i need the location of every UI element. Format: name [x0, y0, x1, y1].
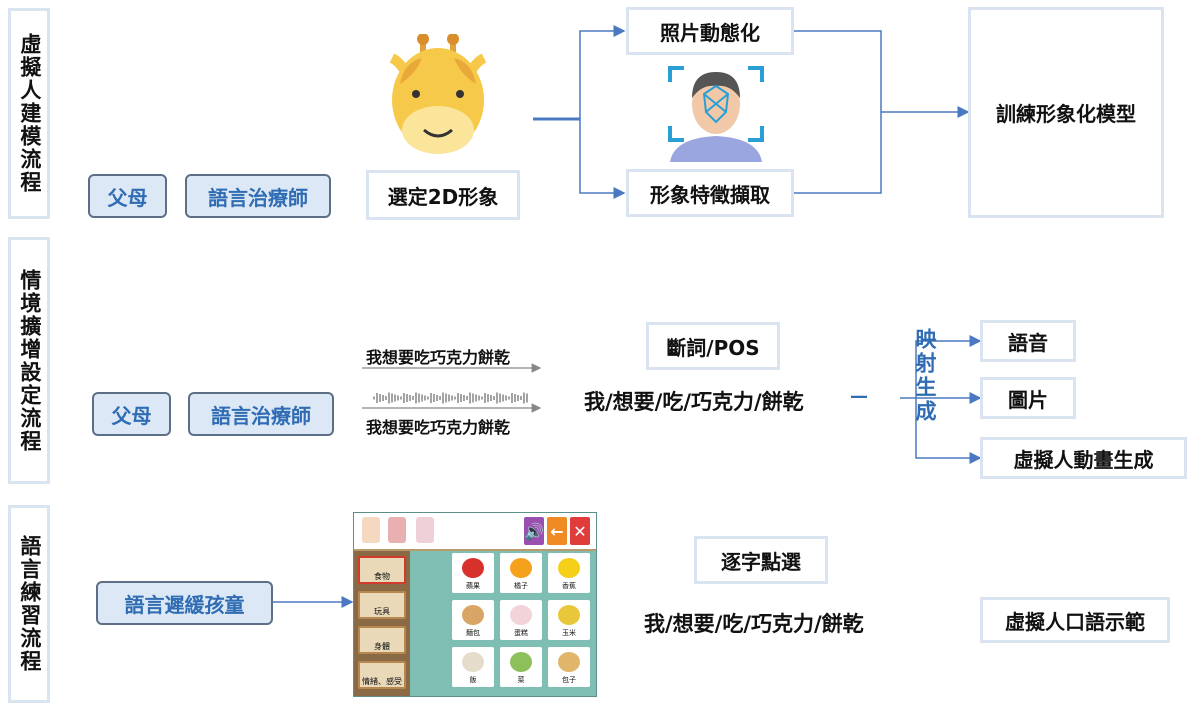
- mapping-text: 映射生成: [912, 328, 937, 424]
- train-model-label: 訓練形象化模型: [996, 102, 1136, 126]
- avatar-demo-box: 虛擬人口語示範: [980, 597, 1170, 643]
- word-card[interactable]: 香蕉: [548, 553, 590, 593]
- word-card-label: 飯: [469, 676, 477, 684]
- word-card-label: 橘子: [514, 582, 528, 590]
- dash-connector: —: [850, 386, 868, 407]
- aac-app-screenshot: 🔊 ← ✕ 食物 玩具 身體 情緒、感受 蘋果 橘子 香蕉 餅乾麵包 蛋糕 玉米 雞蛋飯 菜 包…: [353, 512, 597, 697]
- image-output-box: 圖片: [980, 377, 1076, 419]
- category-toys[interactable]: 玩具: [358, 591, 406, 619]
- close-button[interactable]: ✕: [570, 517, 590, 545]
- word-card-image: [558, 605, 580, 625]
- section-context-flow: 情境擴增設定流程: [8, 237, 50, 484]
- avatar-animation-label: 虛擬人動畫生成: [1013, 447, 1154, 472]
- word-card-label: 包子: [562, 676, 576, 684]
- photo-animate-label: 照片動態化: [660, 20, 760, 45]
- word-card[interactable]: 橘子: [500, 553, 542, 593]
- word-card-image: [462, 558, 484, 578]
- giraffe-icon: [389, 34, 487, 154]
- map-out-down: [915, 398, 982, 464]
- feature-extract-label: 形象特徵擷取: [650, 182, 770, 207]
- word-card-label: 玉米: [562, 629, 576, 637]
- therapist-pill-1: 語言治療師: [185, 174, 331, 218]
- word-card-image: [510, 605, 532, 625]
- section-modeling-flow: 虛擬人建模流程: [8, 8, 50, 219]
- avatar-animation-box: 虛擬人動畫生成: [980, 437, 1187, 479]
- app-person-icon: [362, 517, 380, 543]
- section-context-label: 情境擴增設定流程: [17, 268, 42, 453]
- pos-label: 斷詞/POS: [666, 335, 760, 360]
- avatar-demo-label: 虛擬人口語示範: [1005, 609, 1145, 634]
- app-category-sidebar: 食物 玩具 身體 情緒、感受: [354, 551, 410, 696]
- image-output-label: 圖片: [1008, 387, 1048, 412]
- app-sentence-bar: 🔊 ← ✕: [354, 513, 596, 551]
- category-food[interactable]: 食物: [358, 556, 406, 584]
- segmented-sentence-2: 我/想要/吃/巧克力/餅乾: [584, 390, 804, 414]
- word-card-image: [462, 652, 484, 672]
- speech-input-sentence: 我想要吃巧克力餅乾: [366, 418, 511, 437]
- speech-output-box: 語音: [980, 320, 1076, 362]
- section-practice-flow: 語言練習流程: [8, 505, 50, 703]
- map-out-up: [900, 335, 982, 399]
- child-pill: 語言遲緩孩童: [96, 581, 273, 625]
- merge-line: [794, 30, 882, 194]
- word-card[interactable]: 點心: [596, 647, 597, 687]
- section-modeling-label: 虛擬人建模流程: [17, 33, 42, 194]
- word-card[interactable]: 飯: [452, 647, 494, 687]
- mapping-label: 映射生成: [874, 328, 975, 424]
- app-want-icon: [388, 517, 406, 543]
- word-card-image: [510, 558, 532, 578]
- category-body[interactable]: 身體: [358, 626, 406, 654]
- photo-animate-box: 照片動態化: [626, 7, 794, 55]
- branch-up-arrow: [579, 25, 626, 119]
- word-select-label: 逐字點選: [721, 549, 801, 574]
- word-card-label: 麵包: [466, 629, 480, 637]
- segmented-sentence-3: 我/想要/吃/巧克力/餅乾: [644, 612, 864, 636]
- word-card-image: [558, 558, 580, 578]
- word-select-box: 逐字點選: [694, 536, 828, 584]
- word-card[interactable]: 玉米: [548, 600, 590, 640]
- word-card-label: 蛋糕: [514, 629, 528, 637]
- app-cake-icon: [416, 517, 434, 543]
- speaker-button[interactable]: 🔊: [524, 517, 544, 545]
- word-card-image: [462, 605, 484, 625]
- word-card[interactable]: 雞蛋: [596, 600, 597, 640]
- train-model-box: 訓練形象化模型: [968, 7, 1164, 218]
- waveform-icon: [373, 392, 528, 404]
- word-card-label: 香蕉: [562, 582, 576, 590]
- therapist-pill-2: 語言治療師: [188, 392, 334, 436]
- back-button[interactable]: ←: [547, 517, 567, 545]
- word-card[interactable]: 餅乾: [596, 553, 597, 593]
- word-card-label: 菜: [517, 676, 525, 684]
- branch-down-arrow: [579, 119, 626, 199]
- select-2d-box: 選定2D形象: [366, 170, 520, 220]
- category-emotions[interactable]: 情緒、感受: [358, 661, 406, 689]
- face-scan-icon: [668, 66, 764, 162]
- section-practice-label: 語言練習流程: [17, 535, 42, 673]
- word-card-image: [510, 652, 532, 672]
- parents-pill-1: 父母: [88, 174, 167, 218]
- text-input-sentence: 我想要吃巧克力餅乾: [366, 348, 511, 367]
- word-card[interactable]: 包子: [548, 647, 590, 687]
- word-card-image: [558, 652, 580, 672]
- speech-output-label: 語音: [1008, 330, 1048, 355]
- word-card[interactable]: 麵包: [452, 600, 494, 640]
- pos-box: 斷詞/POS: [646, 322, 780, 370]
- word-card[interactable]: 菜: [500, 647, 542, 687]
- parents-pill-2: 父母: [92, 392, 171, 436]
- word-card-label: 蘋果: [466, 582, 480, 590]
- feature-extract-box: 形象特徵擷取: [626, 169, 794, 217]
- word-card[interactable]: 蛋糕: [500, 600, 542, 640]
- word-card[interactable]: 蘋果: [452, 553, 494, 593]
- select-2d-label: 選定2D形象: [387, 184, 499, 209]
